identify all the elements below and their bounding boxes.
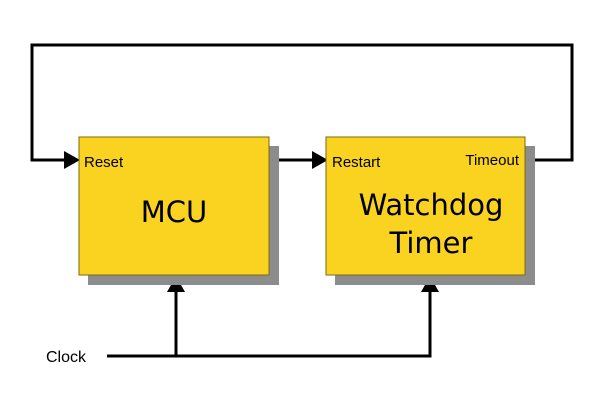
watchdog-title-line2: Timer bbox=[389, 226, 473, 260]
clock-wire bbox=[107, 292, 432, 358]
watchdog-block: Restart Timeout Watchdog Timer bbox=[325, 136, 535, 285]
mcu-title: MCU bbox=[141, 195, 208, 229]
reset-arrowhead bbox=[64, 151, 80, 169]
watchdog-title-line1: Watchdog bbox=[359, 188, 504, 222]
watchdog-block-body bbox=[325, 136, 526, 276]
mcu-block-body bbox=[78, 136, 270, 276]
clock-label: Clock bbox=[46, 349, 87, 366]
watchdog-restart-port-label: Restart bbox=[332, 154, 381, 171]
feedback-wire bbox=[30, 43, 574, 162]
restart-arrowhead bbox=[312, 151, 328, 169]
watchdog-timeout-port-label: Timeout bbox=[465, 152, 519, 169]
mcu-block: Reset MCU bbox=[78, 136, 279, 285]
mcu-reset-port-label: Reset bbox=[84, 154, 124, 171]
